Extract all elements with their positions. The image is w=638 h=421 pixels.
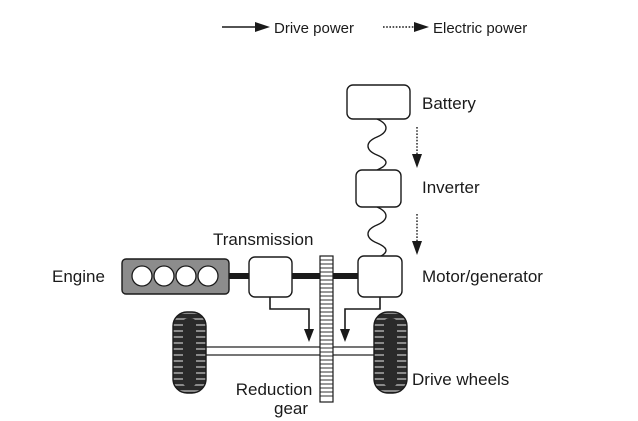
motor-generator-box — [357, 255, 403, 298]
motor-generator-label: Motor/generator — [422, 267, 543, 286]
engine-block — [121, 258, 230, 295]
left-drive-wheel — [172, 311, 207, 394]
inverter-label: Inverter — [422, 178, 480, 197]
drive-power-legend-label: Drive power — [274, 20, 354, 37]
drive-power-legend-arrow — [222, 22, 270, 32]
engine-label: Engine — [52, 267, 105, 286]
reduction-gear-label-line2: gear — [274, 399, 308, 418]
drive-axle — [204, 346, 376, 356]
electric-power-arrow-inverter-to-motor — [412, 214, 422, 255]
reduction-gear — [319, 255, 334, 403]
electric-power-arrow-battery-to-inverter — [412, 127, 422, 168]
engine-cylinder-icon — [131, 265, 153, 287]
battery-box — [346, 84, 411, 120]
transmission-box — [248, 256, 293, 298]
battery-label: Battery — [422, 94, 476, 113]
drive-power-arrow-transmission-to-gear — [269, 297, 314, 342]
right-drive-wheel — [373, 311, 408, 394]
drive-wheels-label: Drive wheels — [412, 370, 509, 389]
drive-power-arrow-motor-to-gear — [340, 297, 381, 342]
engine-cylinder-icon — [197, 265, 219, 287]
inverter-motor-wire — [367, 206, 387, 259]
transmission-label: Transmission — [213, 230, 313, 249]
electric-power-legend-label: Electric power — [433, 20, 527, 37]
engine-cylinder-icon — [153, 265, 175, 287]
electric-power-legend-arrow — [383, 22, 429, 32]
reduction-gear-label-line1: Reduction — [236, 380, 313, 399]
engine-cylinder-icon — [175, 265, 197, 287]
battery-inverter-wire — [367, 118, 387, 171]
inverter-box — [355, 169, 402, 208]
legend: Drive power Electric power — [222, 20, 527, 37]
